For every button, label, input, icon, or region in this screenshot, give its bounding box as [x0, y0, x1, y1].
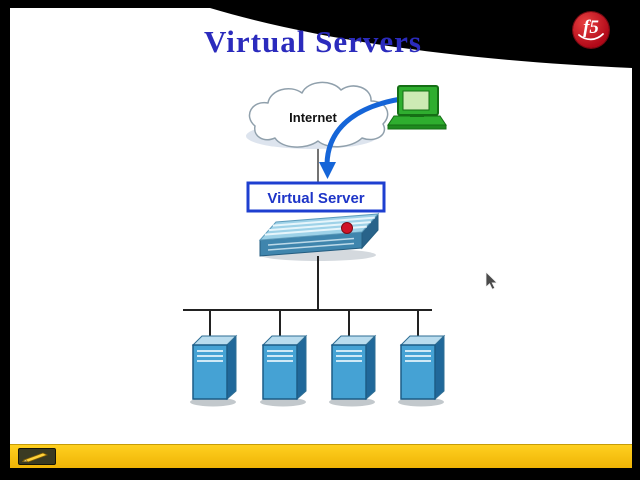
internet-label: Internet [289, 110, 337, 125]
server-icon [260, 334, 308, 407]
presentation-slide: Virtual Servers f5 Internet [10, 8, 632, 468]
top-swoosh-decoration [210, 8, 632, 68]
slide-title: Virtual Servers [204, 24, 422, 59]
client-computer-icon [387, 85, 447, 130]
device-f5-ball-icon [341, 222, 353, 234]
server-icon [398, 334, 446, 407]
internet-cloud-icon: Internet [246, 81, 389, 149]
bigip-device-icon [258, 212, 380, 261]
pen-tool-button[interactable] [18, 448, 56, 465]
f5-logo-swoosh-icon [578, 33, 604, 41]
virtual-server-box: Virtual Server [246, 181, 386, 213]
bottom-toolbar [10, 444, 632, 468]
network-diagram: Internet Virtual Server [183, 81, 498, 407]
mouse-cursor [485, 271, 498, 290]
server-icon [190, 334, 238, 407]
pen-icon [21, 452, 49, 463]
server-icon [329, 334, 377, 407]
f5-logo-text: f5 [583, 16, 599, 38]
server-bus-lines [183, 256, 432, 341]
f5-logo: f5 [573, 12, 609, 48]
traffic-arrow-icon [319, 95, 411, 179]
virtual-server-label: Virtual Server [267, 190, 364, 207]
